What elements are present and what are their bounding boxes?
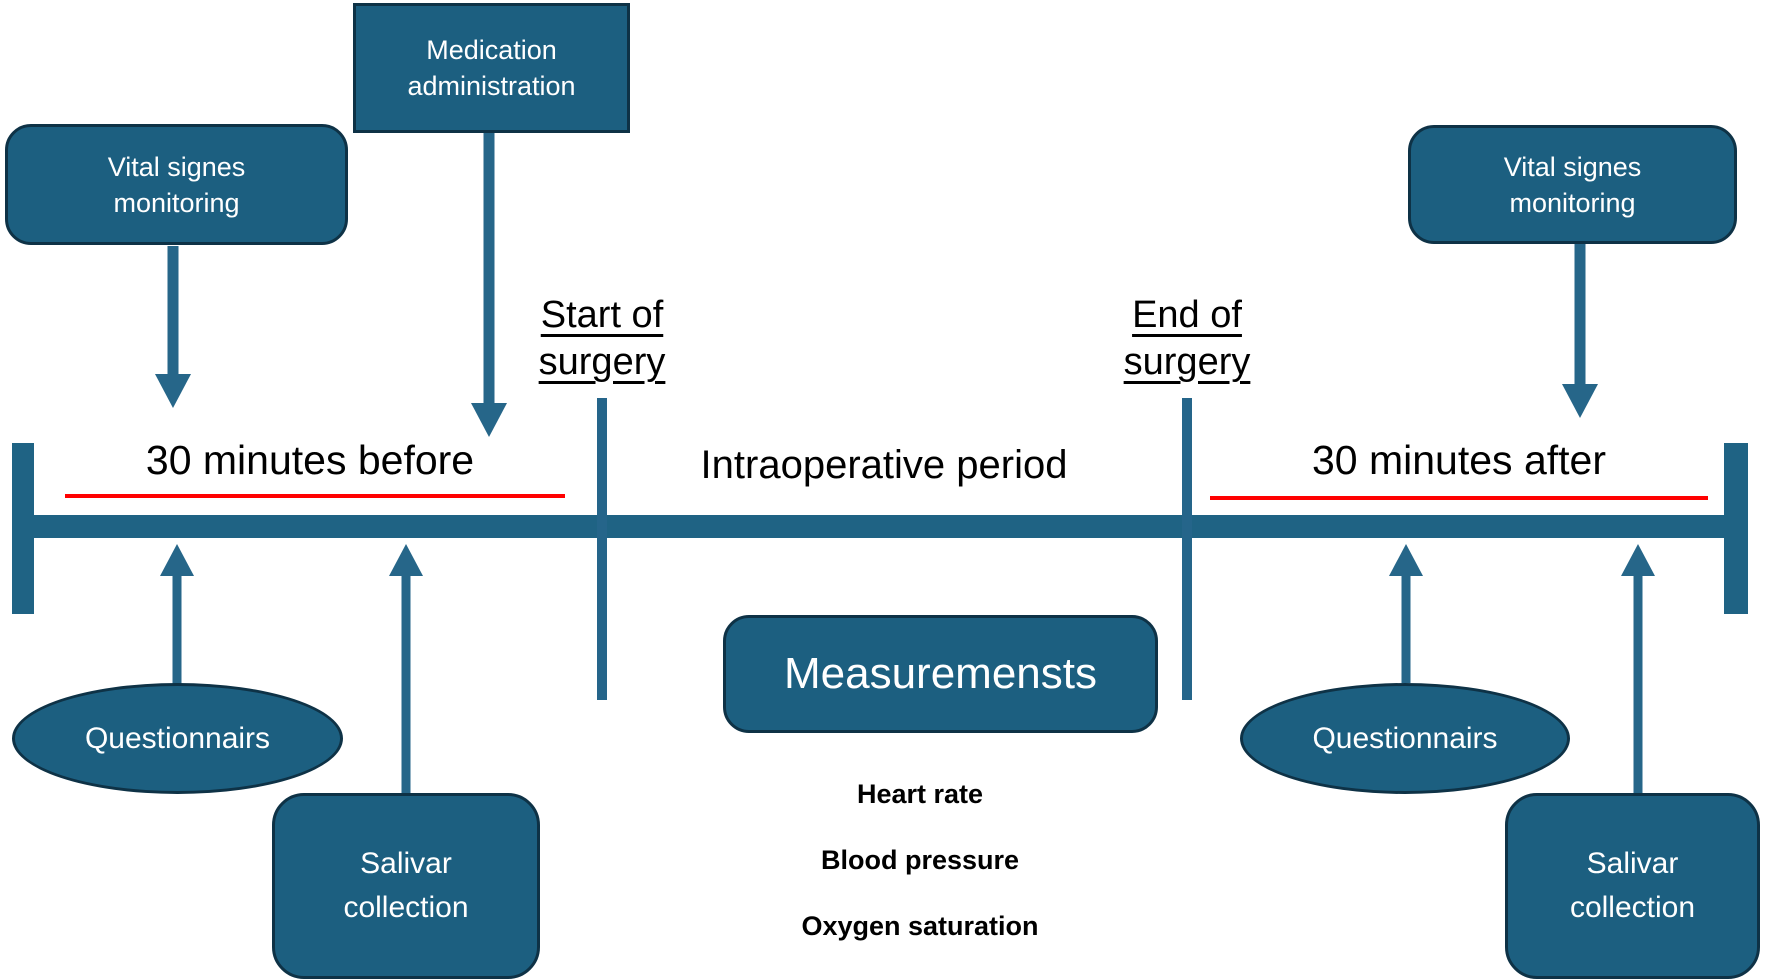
measurement-item-heart-rate: Heart rate xyxy=(856,779,984,809)
period-label-after: 30 minutes after xyxy=(1312,437,1606,483)
timeline-right-cap xyxy=(1724,443,1748,614)
saliva-collection-box-right: Salivar collection xyxy=(1505,793,1760,979)
end-of-surgery-tick xyxy=(1182,398,1192,700)
medication-administration-box: Medication administration xyxy=(353,3,630,133)
vital-right-arrow-down-icon xyxy=(1562,244,1598,418)
start-of-surgery-tick xyxy=(597,398,607,700)
saliva-collection-box-left: Salivar collection xyxy=(272,793,540,979)
period-label-before: 30 minutes before xyxy=(145,437,475,483)
questionnaires-ellipse-left: Questionnairs xyxy=(12,683,343,794)
saliva-left-arrow-up-icon xyxy=(389,544,423,794)
end-of-surgery-label: End of surgery xyxy=(1123,294,1251,383)
vital-signs-box-right: Vital signes monitoring xyxy=(1408,125,1737,244)
measurement-item-oxygen-saturation: Oxygen saturation xyxy=(801,911,1039,941)
start-of-surgery-label: Start of surgery xyxy=(538,294,666,383)
vital-signs-box-left: Vital signes monitoring xyxy=(5,124,348,245)
timeline-left-cap xyxy=(12,443,34,614)
questionnaires-ellipse-right: Questionnairs xyxy=(1240,683,1570,794)
measurements-list: Heart rate Blood pressure Oxygen saturat… xyxy=(720,745,1120,976)
medication-arrow-down-icon xyxy=(471,133,507,437)
questionnaire-left-arrow-up-icon xyxy=(160,544,194,684)
measurement-item-blood-pressure: Blood pressure xyxy=(820,845,1020,875)
questionnaire-right-arrow-up-icon xyxy=(1389,544,1423,683)
measurements-box: Measuremensts xyxy=(723,615,1158,733)
saliva-right-arrow-up-icon xyxy=(1621,544,1655,794)
period-label-intraoperative: Intraoperative period xyxy=(700,443,1068,487)
vital-left-arrow-down-icon xyxy=(155,246,191,408)
timeline-bar xyxy=(33,515,1724,538)
